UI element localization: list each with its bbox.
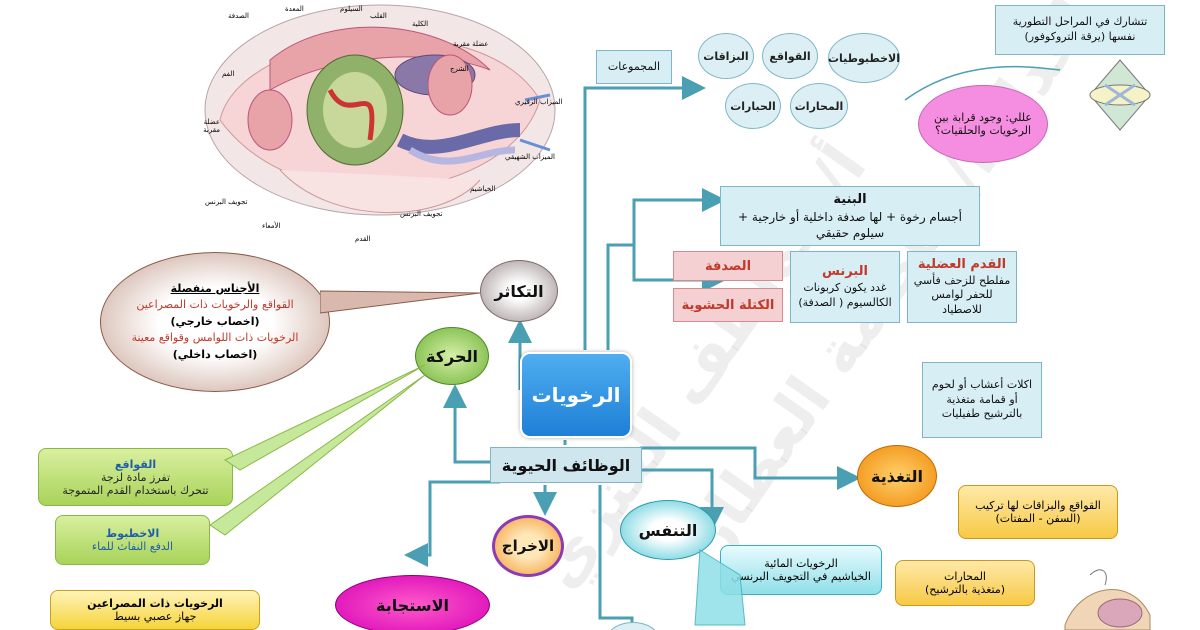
nutrition-snails-box: القواقع والبزاقات لها تركيب (السفن - الم… bbox=[958, 485, 1118, 539]
node-excretion: الاخراج bbox=[492, 515, 564, 577]
group-slugs: البزاقات bbox=[698, 33, 754, 79]
nutrition-clams-box: المحارات (متغذية بالترشيح) bbox=[895, 560, 1035, 606]
part-muscular-foot: القدم العضلية مفلطح للزحف فأسي للحفر لوا… bbox=[907, 251, 1017, 323]
part-foot-title: القدم العضلية bbox=[917, 256, 1007, 272]
part-mantle: البرنس غدد يكون كربونات الكالسيوم ( الصد… bbox=[790, 251, 900, 323]
evolution-question-bubble: عللي: وجود قرابة بين الرخويات والحلقيات؟ bbox=[918, 85, 1048, 163]
anatomy-label-intestine: الأمعاء bbox=[262, 222, 281, 230]
node-reproduction: التكاثر bbox=[480, 260, 558, 322]
anatomy-label-kidney: الكلية bbox=[412, 20, 429, 28]
anatomy-label-mouth: الفم bbox=[222, 70, 235, 78]
anatomy-label-coelom: السيلوم bbox=[340, 5, 363, 13]
group-squids-label: الحبارات bbox=[730, 99, 776, 113]
response-detail-box: الرخويات ذات المصراعين جهاز عصبي بسيط bbox=[50, 590, 260, 630]
repro-l1: القواقع والرخويات ذات المصراعين bbox=[136, 298, 294, 312]
snail-illustration bbox=[1064, 569, 1151, 630]
anatomy-label-shell: الصدفة bbox=[228, 12, 249, 20]
anatomy-label-stomach: المعدة bbox=[285, 5, 304, 13]
evolution-question: عللي: وجود قرابة بين الرخويات والحلقيات؟ bbox=[933, 111, 1032, 137]
anatomy-label-muscle2: عضلة مقربة bbox=[203, 118, 220, 134]
reproduction-detail-bubble: الأجناس منفصلة القواقع والرخويات ذات الم… bbox=[100, 252, 330, 392]
part-mantle-title: البرنس bbox=[822, 264, 868, 280]
response-title: الرخويات ذات المصراعين bbox=[87, 597, 223, 610]
nutrition-clams-text: (متغذية بالترشيح) bbox=[924, 583, 1006, 596]
feeding-types-text: اكلات أعشاب أو لحوم أو قمامة متغذية بالت… bbox=[931, 377, 1033, 421]
repro-l2: (اخصاب خارجي) bbox=[170, 314, 260, 328]
part-foot-text: مفلطح للزحف فأسي للحفر لوامس للاصطياد bbox=[913, 273, 1011, 317]
movement-octopus-title: الاخطبوط bbox=[105, 527, 160, 540]
node-respiration-label: التنفس bbox=[638, 520, 698, 540]
groups-label-box: المجموعات bbox=[596, 50, 672, 84]
part-shell-label: الصدفة bbox=[704, 258, 752, 274]
part-visceral-mass: الكتلة الحشوية bbox=[673, 288, 783, 322]
structure-text: أجسام رخوة + لها صدفة داخلية أو خارجية +… bbox=[738, 209, 962, 240]
anatomy-label-muscle: عضلة مقربة bbox=[453, 40, 489, 48]
repro-title: الأجناس منفصلة bbox=[170, 281, 260, 295]
movement-snails-box: القواقع تفرز مادة لزجة تتحرك باستخدام ال… bbox=[38, 448, 233, 506]
node-movement: الحركة bbox=[415, 327, 489, 385]
movement-snails-l1: تفرز مادة لزجة bbox=[100, 470, 171, 484]
node-nutrition: التغذية bbox=[857, 445, 937, 507]
response-l1: جهاز عصبي بسيط bbox=[113, 610, 197, 623]
structure-title: البنية bbox=[833, 192, 867, 208]
respiration-detail-box: الرخويات المائية الخياشيم في التجويف الب… bbox=[720, 545, 882, 595]
anatomy-label-heart: القلب bbox=[370, 12, 387, 20]
anatomy-label-foot: القدم bbox=[355, 235, 371, 243]
structure-box: البنية أجسام رخوة + لها صدفة داخلية أو خ… bbox=[720, 186, 980, 246]
respiration-l1: الرخويات المائية bbox=[764, 557, 838, 570]
respiration-callout-beam bbox=[694, 549, 746, 626]
clam-anatomy-illustration bbox=[204, 4, 556, 216]
anatomy-label-siphon-out: الميزاب الزفيري bbox=[515, 98, 563, 106]
movement-octopus-box: الاخطبوط الدفع النفاث للماء bbox=[55, 515, 210, 565]
part-shell: الصدفة bbox=[673, 251, 783, 281]
nutrition-clams-title: المحارات bbox=[944, 570, 986, 583]
node-reproduction-label: التكاثر bbox=[494, 281, 544, 301]
reproduction-bubble-tail bbox=[320, 290, 481, 314]
anatomy-label-mantle-cavity: تجويف البرنس bbox=[205, 198, 248, 206]
group-squids: الحبارات bbox=[725, 83, 781, 129]
group-snails: القواقع bbox=[762, 33, 818, 79]
group-clams: المحارات bbox=[790, 83, 848, 129]
respiration-l2: الخياشيم في التجويف البرنسي bbox=[731, 570, 871, 583]
anatomy-label-siphon-in: الميزاب الشهيقي bbox=[505, 153, 555, 161]
anatomy-label-gills: الخياشيم bbox=[470, 185, 496, 193]
node-nutrition-label: التغذية bbox=[871, 466, 924, 486]
node-response-label: الاستجابة bbox=[376, 595, 449, 615]
node-excretion-label: الاخراج bbox=[501, 537, 555, 555]
group-clams-label: المحارات bbox=[794, 99, 844, 113]
repro-l3: الرخويات ذات اللوامس وقواقع معينة bbox=[131, 331, 299, 345]
repro-l4: (اخصاب داخلي) bbox=[172, 347, 258, 361]
evolution-text: تتشارك في المراحل التطورية نفسها (يرقة ا… bbox=[1012, 15, 1148, 43]
movement-snails-l2: تتحرك باستخدام القدم المتموجة bbox=[62, 483, 209, 497]
group-snails-label: القواقع bbox=[769, 49, 811, 63]
part-mantle-text: غدد يكون كربونات الكالسيوم ( الصدفة) bbox=[798, 280, 892, 309]
movement-snails-title: القواقع bbox=[114, 457, 157, 471]
movement-octopus-l1: الدفع النفاث للماء bbox=[91, 540, 174, 553]
nutrition-snails-text: القواقع والبزاقات لها تركيب (السفن - الم… bbox=[975, 499, 1101, 525]
evolution-note: تتشارك في المراحل التطورية نفسها (يرقة ا… bbox=[995, 5, 1165, 55]
group-slugs-label: البزاقات bbox=[703, 49, 749, 63]
part-visceral-mass-label: الكتلة الحشوية bbox=[681, 297, 775, 313]
node-response: الاستجابة bbox=[335, 575, 490, 630]
anatomy-label-mantle-cavity-2: تجويف البرنس bbox=[400, 210, 443, 218]
movement-callout-beams bbox=[209, 364, 426, 536]
feeding-types-box: اكلات أعشاب أو لحوم أو قمامة متغذية بالت… bbox=[922, 362, 1042, 438]
center-title: الرخويات bbox=[531, 383, 621, 407]
groups-label: المجموعات bbox=[607, 59, 661, 73]
functions-box: الوظائف الحيوية bbox=[490, 447, 642, 483]
group-octopods: الاخطبوطيات bbox=[828, 33, 900, 83]
group-octopods-label: الاخطبوطيات bbox=[827, 51, 901, 65]
node-movement-label: الحركة bbox=[426, 346, 478, 366]
anatomy-label-anus: الشرج bbox=[450, 65, 469, 73]
trochophore-larva-illustration bbox=[1089, 59, 1151, 131]
functions-title: الوظائف الحيوية bbox=[501, 455, 631, 475]
center-node: الرخويات bbox=[520, 352, 632, 438]
